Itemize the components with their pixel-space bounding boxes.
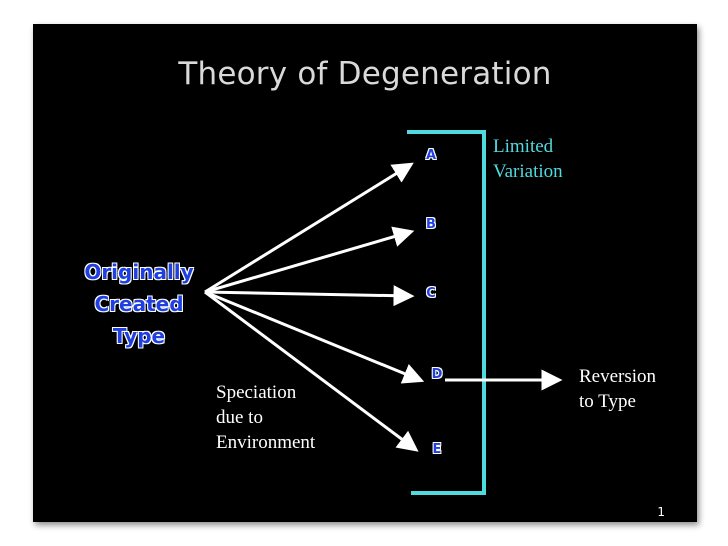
origin-label-line-2: Created — [94, 291, 184, 316]
speciation-arrow-a — [204, 162, 414, 294]
page-number: 1 — [657, 505, 665, 519]
slide: Theory of Degeneration Originally Create… — [33, 24, 697, 522]
variant-label-b: B — [425, 216, 436, 232]
limited-variation-bracket — [407, 130, 486, 495]
origin-label-line-1: Originally — [84, 259, 195, 284]
slide-title: Theory of Degeneration — [178, 56, 552, 92]
reversion-label-line-1: Reversion — [579, 366, 657, 387]
variant-label-a: A — [425, 147, 437, 163]
diagram-canvas — [204, 130, 563, 495]
variant-label-c: C — [426, 285, 437, 301]
speciation-arrow-d — [204, 290, 425, 384]
reversion-label-line-2: to Type — [579, 391, 636, 412]
speciation-arrow-b — [204, 226, 415, 294]
limited-variation-label-line-1: Limited — [493, 136, 554, 157]
speciation-arrow-c — [204, 285, 415, 307]
variant-label-d: D — [431, 366, 443, 382]
origin-label-line-3: Type — [112, 323, 166, 348]
speciation-arrow-e — [204, 290, 419, 452]
limited-variation-label-line-2: Variation — [493, 161, 563, 182]
variant-label-e: E — [432, 441, 442, 457]
speciation-label-line-1: Speciation — [216, 382, 297, 403]
speciation-label-line-3: Environment — [216, 432, 316, 453]
speciation-label-line-2: due to — [216, 407, 263, 428]
